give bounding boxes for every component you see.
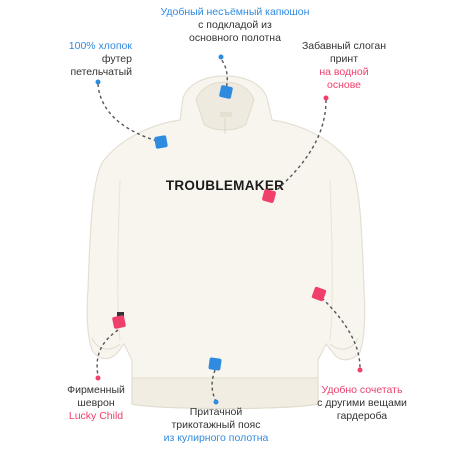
marker-waistband (208, 357, 222, 371)
marker-hood (219, 85, 233, 99)
callout-chevron-line2: шеврон (77, 397, 115, 409)
neck-label (220, 112, 232, 117)
dot-chevron (95, 375, 101, 381)
callout-cotton-line2: футер (101, 53, 132, 65)
callout-cotton-title: 100% хлопок (68, 40, 132, 52)
callout-print: Забавный слоган принт на водной основе (288, 40, 400, 92)
callout-hood: Удобный несъёмный капюшон с подкладой из… (140, 6, 330, 45)
callout-waistband: Притачной трикотажный пояс из кулирного … (140, 406, 292, 445)
dot-cotton (95, 79, 101, 85)
callout-combine-line2: с другими вещами (317, 397, 407, 409)
dot-print (323, 95, 329, 101)
hood-inner (195, 81, 255, 131)
callout-chevron: Фирменный шеврон Lucky Child (48, 384, 144, 423)
marker-cotton (154, 135, 168, 149)
callout-waistband-line3: из кулирного полотна (163, 432, 269, 444)
connector-waistband (211, 369, 217, 403)
connector-chevron (96, 329, 119, 377)
callout-print-line4: основе (326, 79, 362, 91)
dot-combine (357, 367, 363, 373)
connector-lines (96, 57, 361, 403)
callout-print-line3: на водной (319, 66, 369, 78)
right-cuff (329, 337, 359, 350)
callout-chevron-line1: Фирменный (67, 384, 125, 396)
callout-chevron-brand: Lucky Child (68, 410, 124, 422)
dot-waistband (213, 399, 219, 405)
callout-waistband-line2: трикотажный пояс (171, 419, 261, 431)
left-cuff (91, 337, 121, 350)
callout-hood-line2: с подкладой из (198, 19, 272, 31)
marker-chevron (112, 315, 126, 329)
callout-cotton: 100% хлопок футер петельчатый (36, 40, 132, 79)
callout-combine-title: Удобно сочетать (321, 384, 403, 396)
callout-print-line2: принт (330, 53, 358, 65)
marker-combine (311, 286, 327, 302)
callout-combine-line3: гардероба (336, 410, 388, 422)
callout-waistband-line1: Притачной (189, 406, 243, 418)
marker-print (262, 189, 276, 203)
callout-hood-line3: основного полотна (189, 32, 281, 44)
connector-hood (219, 57, 228, 93)
connector-combine (321, 297, 361, 369)
callout-combine: Удобно сочетать с другими вещами гардеро… (304, 384, 420, 423)
connector-cotton (97, 83, 161, 143)
waistband (131, 377, 319, 409)
hoodie-shape (86, 75, 366, 410)
connector-print (269, 99, 327, 197)
callout-cotton-line3: петельчатый (70, 66, 132, 78)
slogan-print: TROUBLEMAKER (166, 178, 284, 193)
callout-hood-title: Удобный несъёмный капюшон (160, 6, 310, 18)
callout-print-line1: Забавный слоган (301, 40, 387, 52)
dot-hood (218, 54, 224, 60)
right-sleeve-fold (329, 179, 333, 341)
